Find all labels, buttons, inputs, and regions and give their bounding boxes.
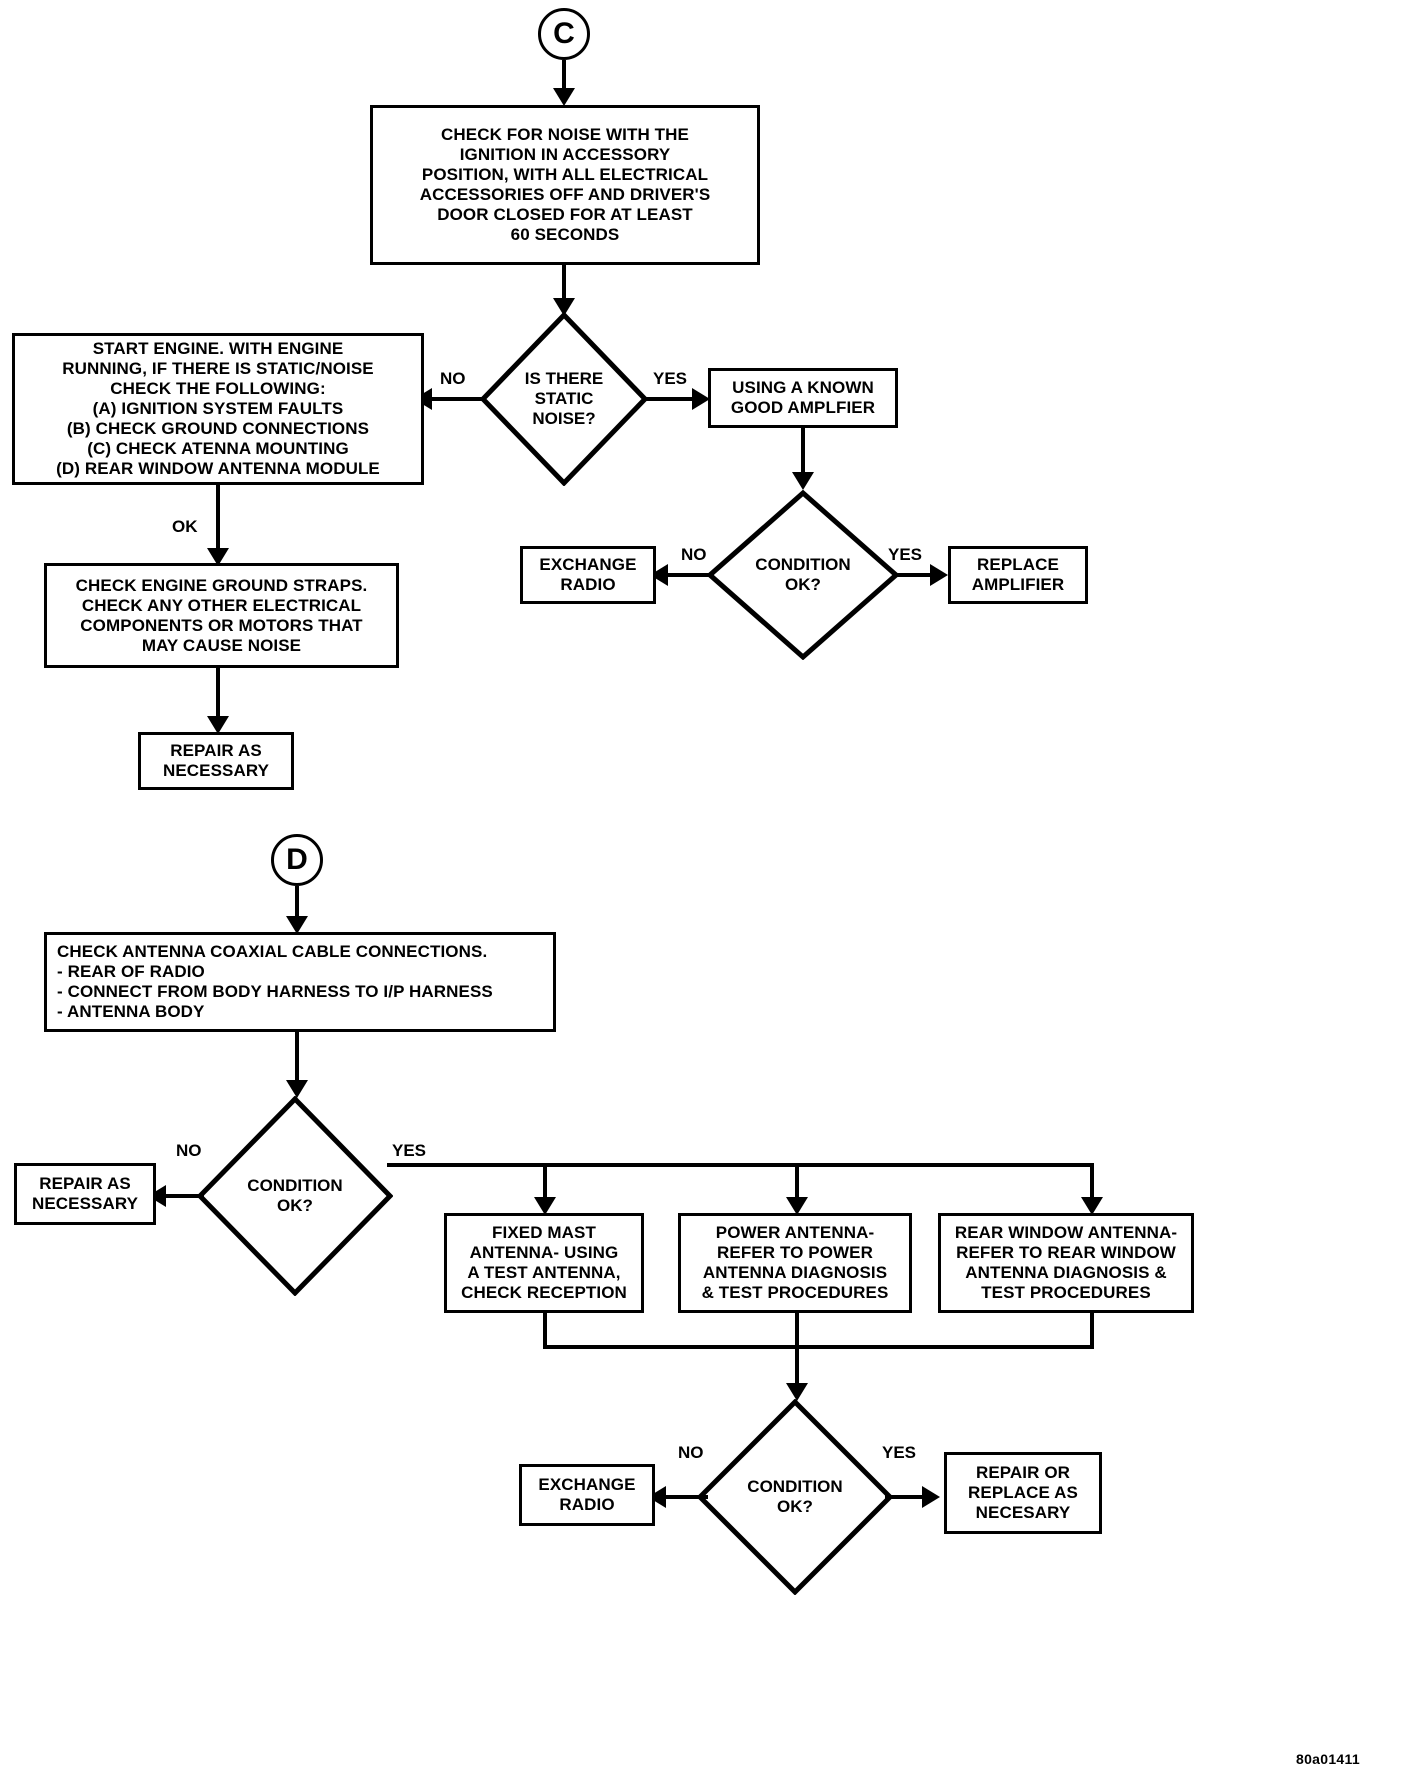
edge-static-yes <box>646 397 704 401</box>
edge-static-no <box>424 397 484 401</box>
box-check-engine-ground-straps-label: CHECK ENGINE GROUND STRAPS. CHECK ANY OT… <box>75 575 368 655</box>
box-rear-window-antenna: REAR WINDOW ANTENNA- REFER TO REAR WINDO… <box>938 1213 1194 1313</box>
edge-label-condition-d1-no: NO <box>176 1141 202 1160</box>
edge-merge-to-condition-d2 <box>795 1345 799 1397</box>
diamond-shape-is-static-noise <box>480 312 648 486</box>
edge-condition-d2-no <box>660 1495 708 1499</box>
box-exchange-radio-d: EXCHANGE RADIO <box>519 1464 655 1526</box>
edge-d-to-check-coax <box>295 886 299 928</box>
edge-label-condition-d1-yes: YES <box>392 1141 427 1160</box>
connector-d-label: D <box>286 843 308 876</box>
edge-start-engine-ok <box>216 485 220 560</box>
edge-merge-bus <box>543 1345 1094 1349</box>
edge-yes-drop-fixed-mast <box>543 1163 547 1211</box>
edge-condition-d1-no <box>158 1194 204 1198</box>
box-repair-as-necessary-d: REPAIR AS NECESSARY <box>14 1163 156 1225</box>
box-repair-as-necessary-d-label: REPAIR AS NECESSARY <box>31 1174 139 1213</box>
box-repair-as-necessary-c-label: REPAIR AS NECESSARY <box>162 741 270 780</box>
arrowhead-amplifier-to-condition <box>792 472 814 490</box>
box-fixed-mast-antenna: FIXED MAST ANTENNA- USING A TEST ANTENNA… <box>444 1213 644 1313</box>
connector-d: D <box>271 834 323 886</box>
arrowhead-condition-c-yes <box>930 564 948 586</box>
edge-check-noise-to-diamond <box>562 265 566 310</box>
arrowhead-yes-drop-rear-window <box>1081 1197 1103 1215</box>
box-check-engine-ground-straps: CHECK ENGINE GROUND STRAPS. CHECK ANY OT… <box>44 563 399 668</box>
decision-condition-ok-c: CONDITION OK? <box>707 490 899 660</box>
diamond-shape-condition-ok-d2 <box>697 1399 893 1595</box>
box-exchange-radio-c: EXCHANGE RADIO <box>520 546 656 604</box>
decision-condition-ok-d2: CONDITION OK? <box>697 1399 893 1595</box>
arrowhead-yes-drop-fixed-mast <box>534 1197 556 1215</box>
box-check-antenna-coax: CHECK ANTENNA COAXIAL CABLE CONNECTIONS.… <box>44 932 556 1032</box>
box-replace-amplifier: REPLACE AMPLIFIER <box>948 546 1088 604</box>
decision-condition-ok-d1: CONDITION OK? <box>197 1096 393 1296</box>
edge-yes-drop-rear-window <box>1090 1163 1094 1211</box>
box-repair-or-replace-label: REPAIR OR REPLACE AS NECESARY <box>968 1463 1078 1522</box>
edge-condition-d2-yes <box>885 1495 933 1499</box>
box-start-engine-label: START ENGINE. WITH ENGINE RUNNING, IF TH… <box>56 339 380 478</box>
edge-condition-c-no <box>662 573 714 577</box>
edge-coax-to-condition <box>295 1032 299 1094</box>
edge-rear-window-down <box>1090 1313 1094 1349</box>
edge-c-to-check-noise <box>562 60 566 92</box>
arrowhead-ground-straps-to-repair <box>207 716 229 734</box>
connector-c-label: C <box>553 17 575 50</box>
edge-yes-drop-power-antenna <box>795 1163 799 1211</box>
figure-code: 80a01411 <box>1296 1751 1360 1767</box>
edge-label-condition-d2-no: NO <box>678 1443 704 1462</box>
box-check-for-noise-label: CHECK FOR NOISE WITH THE IGNITION IN ACC… <box>419 125 711 244</box>
decision-is-static-noise: IS THERE STATIC NOISE? <box>480 312 648 486</box>
box-check-for-noise: CHECK FOR NOISE WITH THE IGNITION IN ACC… <box>370 105 760 265</box>
box-exchange-radio-c-label: EXCHANGE RADIO <box>539 555 637 594</box>
arrowhead-merge-to-condition-d2 <box>786 1383 808 1401</box>
connector-c: C <box>538 8 590 60</box>
edge-label-static-no: NO <box>440 369 466 388</box>
box-rear-window-antenna-label: REAR WINDOW ANTENNA- REFER TO REAR WINDO… <box>954 1223 1178 1302</box>
edge-ground-straps-to-repair <box>216 668 220 730</box>
edge-condition-c-yes <box>893 573 941 577</box>
edge-condition-d1-yes-trunk <box>387 1163 1094 1167</box>
edge-fixed-mast-down <box>543 1313 547 1349</box>
arrowhead-check-noise-to-diamond <box>553 298 575 316</box>
box-check-antenna-coax-label: CHECK ANTENNA COAXIAL CABLE CONNECTIONS.… <box>57 942 493 1021</box>
edge-power-antenna-down <box>795 1313 799 1349</box>
box-replace-amplifier-label: REPLACE AMPLIFIER <box>971 555 1065 594</box>
box-known-good-amplifier: USING A KNOWN GOOD AMPLFIER <box>708 368 898 428</box>
arrowhead-start-engine-ok <box>207 548 229 566</box>
edge-amplifier-to-condition <box>801 428 805 486</box>
edge-label-static-yes: YES <box>653 369 688 388</box>
arrowhead-condition-d2-yes <box>922 1486 940 1508</box>
box-fixed-mast-antenna-label: FIXED MAST ANTENNA- USING A TEST ANTENNA… <box>461 1223 627 1302</box>
arrowhead-yes-drop-power-antenna <box>786 1197 808 1215</box>
diamond-shape-condition-ok-d1 <box>197 1096 393 1296</box>
edge-label-condition-d2-yes: YES <box>882 1443 917 1462</box>
edge-label-condition-c-yes: YES <box>888 545 923 564</box>
box-repair-or-replace: REPAIR OR REPLACE AS NECESARY <box>944 1452 1102 1534</box>
arrowhead-d-to-check-coax <box>286 916 308 934</box>
box-power-antenna: POWER ANTENNA- REFER TO POWER ANTENNA DI… <box>678 1213 912 1313</box>
arrowhead-coax-to-condition <box>286 1080 308 1098</box>
edge-label-condition-c-no: NO <box>681 545 707 564</box>
box-power-antenna-label: POWER ANTENNA- REFER TO POWER ANTENNA DI… <box>701 1223 889 1302</box>
arrowhead-static-yes <box>692 388 710 410</box>
box-start-engine: START ENGINE. WITH ENGINE RUNNING, IF TH… <box>12 333 424 485</box>
edge-label-ok: OK <box>172 517 198 536</box>
box-known-good-amplifier-label: USING A KNOWN GOOD AMPLFIER <box>730 378 876 417</box>
box-repair-as-necessary-c: REPAIR AS NECESSARY <box>138 732 294 790</box>
arrowhead-c-to-check-noise <box>553 88 575 106</box>
diamond-shape-condition-ok-c <box>707 490 899 660</box>
box-exchange-radio-d-label: EXCHANGE RADIO <box>538 1475 636 1514</box>
